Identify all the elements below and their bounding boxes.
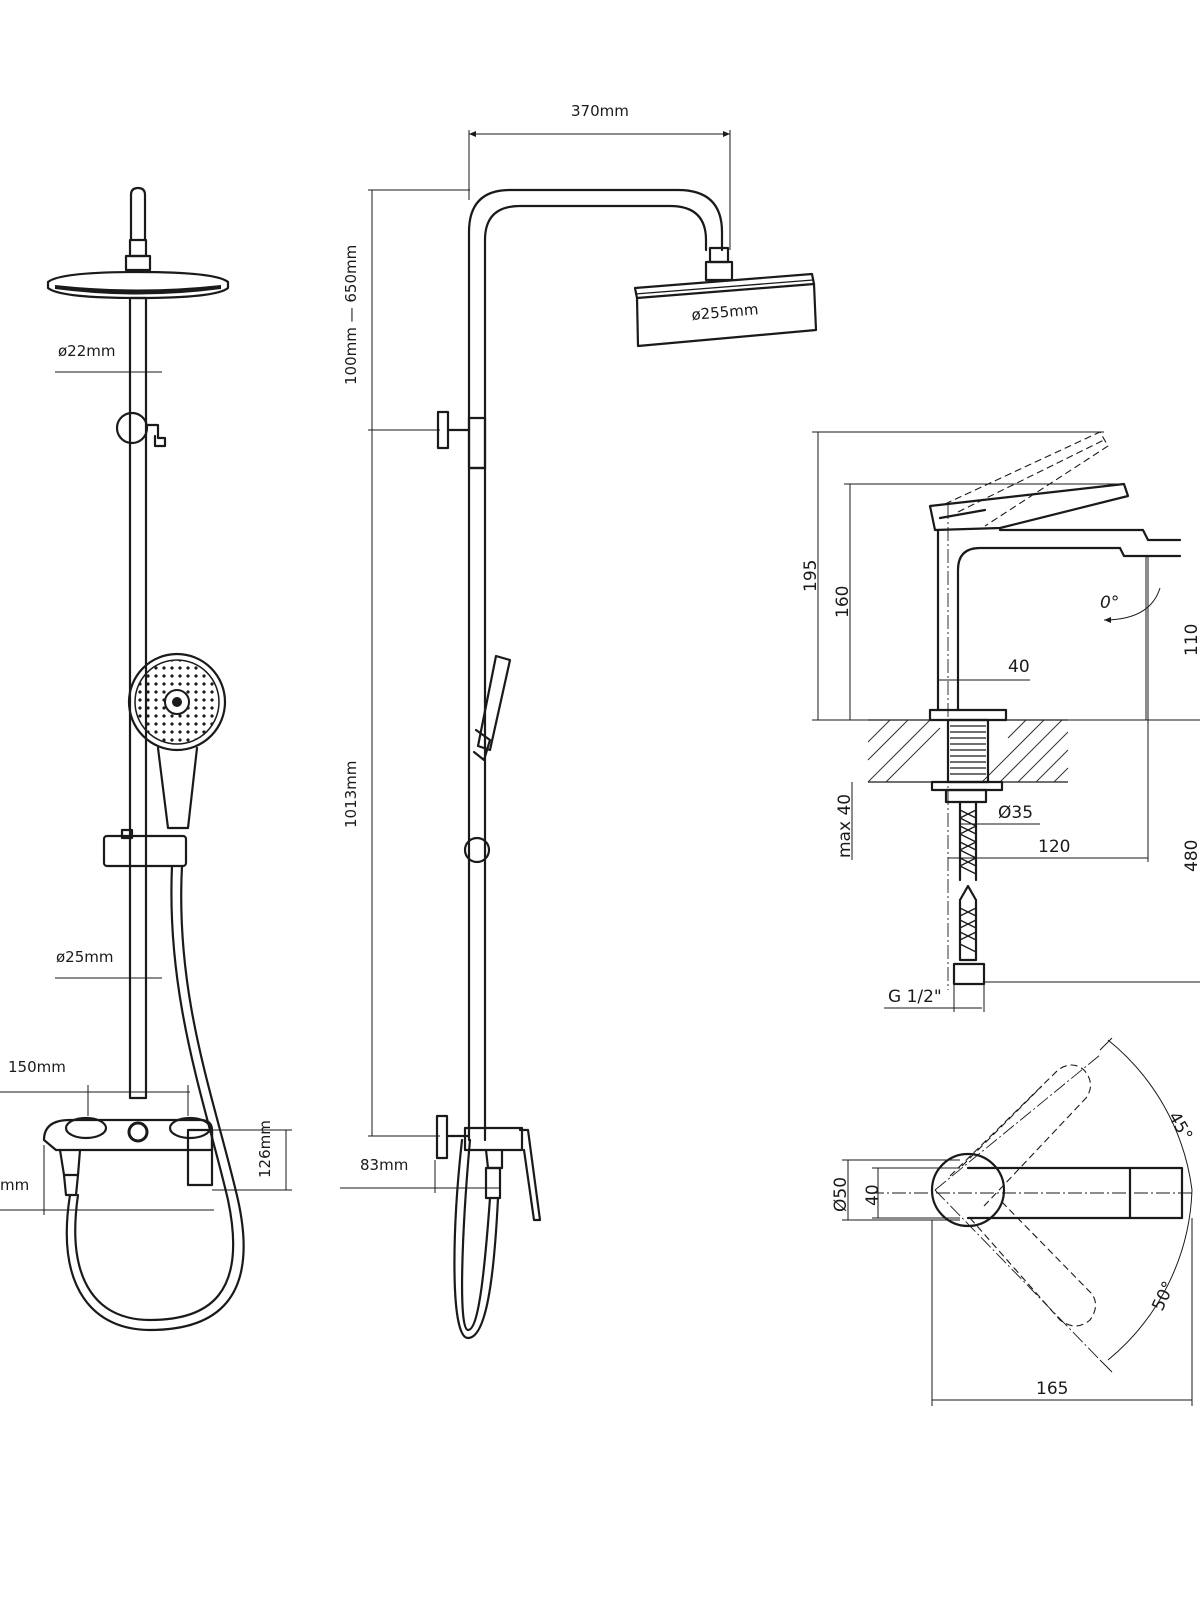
rail-length-label: 1013mm [342, 761, 360, 828]
deck-thickness-label: max 40 [835, 794, 855, 858]
head-diameter-label: ø255mm [691, 300, 759, 324]
mixer-height-label: 126mm [256, 1120, 274, 1178]
hand-shower-front [127, 652, 227, 830]
shank-diameter-label: Ø35 [998, 803, 1033, 823]
basin-mixer-side: 195 160 110 40 0° max 40 Ø35 120 480 G 1… [801, 431, 1200, 1012]
hose-length-label: 480 [1182, 840, 1200, 872]
arm-diameter-label: ø22mm [58, 342, 116, 360]
slider-bracket [102, 834, 188, 868]
base-diameter-label: Ø50 [831, 1177, 851, 1212]
rain-head-side: ø255mm [633, 272, 818, 348]
body-width-label: 40 [1008, 657, 1030, 677]
lever-height-label: 195 [801, 560, 821, 592]
adjust-range-label: 100mm — 650mm [342, 245, 360, 385]
riser-diameter-label: ø25mm [56, 948, 114, 966]
side-view-shower: ø255mm 370mm 100mm — 650mm 1013mm [340, 102, 818, 1340]
spout-reach-label: 120 [1038, 837, 1070, 857]
rain-head-front [46, 270, 230, 300]
length-label: 165 [1036, 1379, 1068, 1399]
front-view-shower: ø22mm ø25mm 150mm mm 126mm [0, 186, 292, 1332]
connection-label: G 1/2" [888, 987, 942, 1007]
rotation-cold-label: 50° [1148, 1278, 1179, 1314]
left-cut-label: mm [0, 1176, 29, 1194]
arm-reach-label: 370mm [571, 102, 629, 120]
deck-section [867, 719, 1069, 783]
mixer-front [42, 1116, 214, 1197]
top-body-width-label: 40 [863, 1184, 883, 1206]
spout-height-label: 110 [1182, 624, 1200, 656]
hand-shower-side [476, 654, 512, 752]
body-height-label: 160 [833, 586, 853, 618]
basin-mixer-top: 45° 50° Ø50 40 165 [831, 1037, 1196, 1406]
spout-angle-label: 0° [1100, 593, 1119, 613]
mixer-centers-label: 150mm [8, 1058, 66, 1076]
wall-offset-label: 83mm [360, 1156, 408, 1174]
